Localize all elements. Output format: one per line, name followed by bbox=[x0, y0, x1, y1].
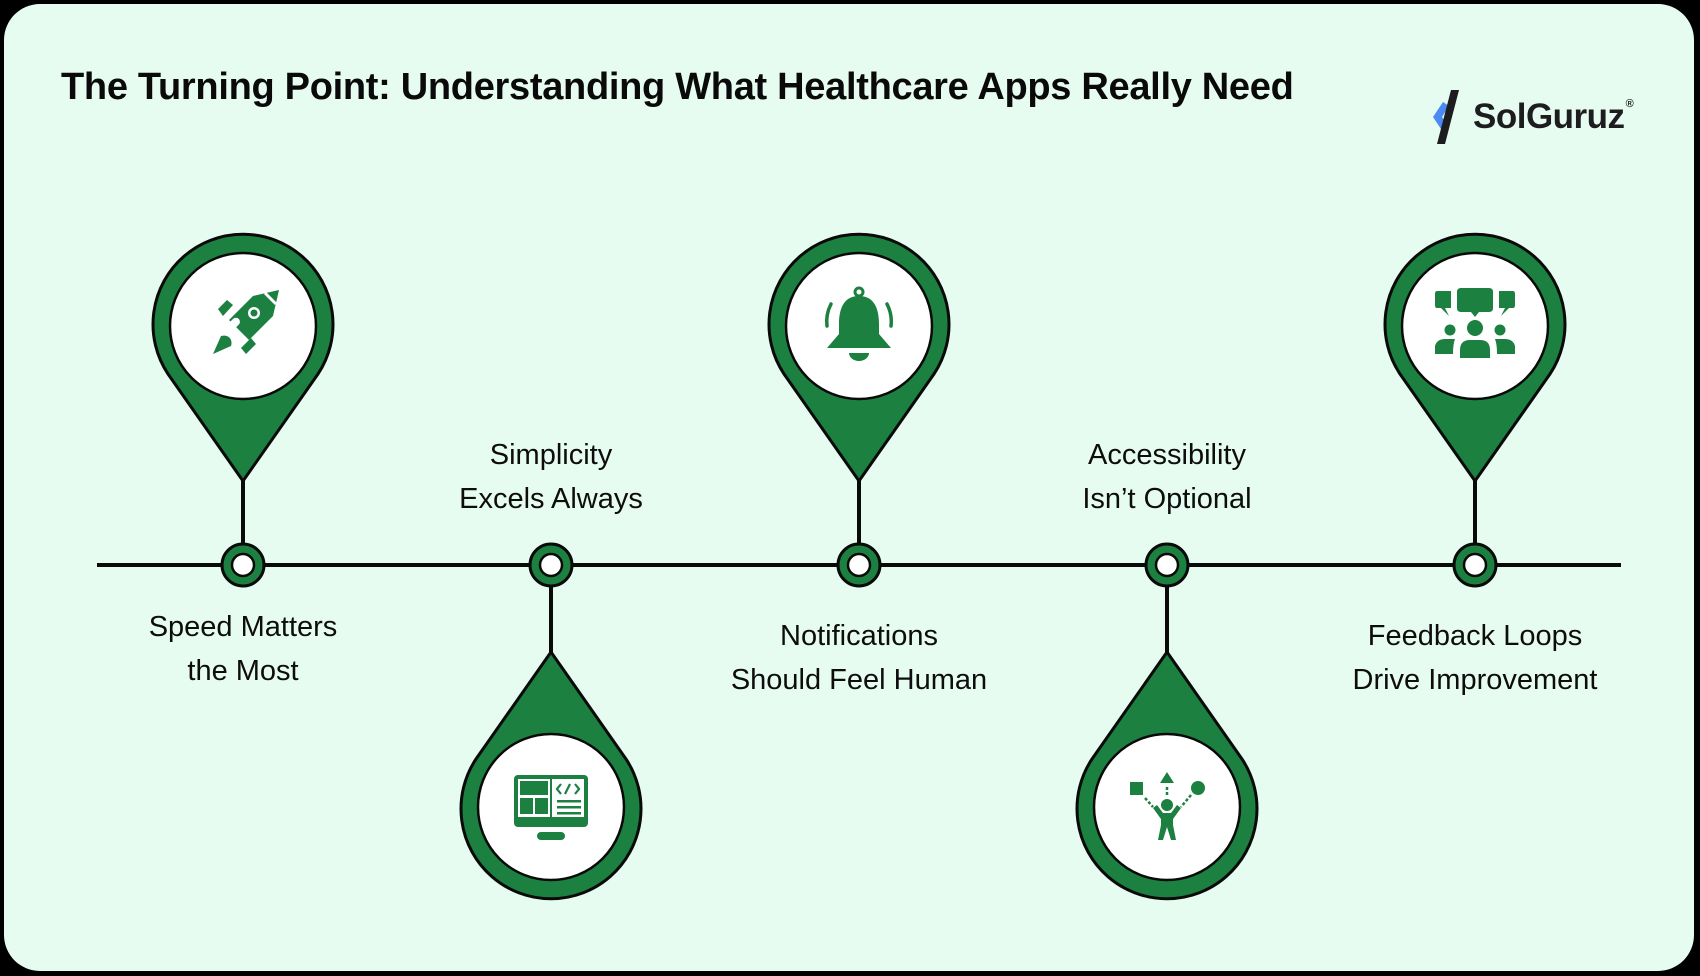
solguruz-logo-icon bbox=[1433, 90, 1459, 144]
timeline-label-accessibility: Accessibility Isn’t Optional bbox=[1082, 439, 1252, 515]
monitor-code-icon bbox=[514, 775, 588, 840]
timeline-item-notifications bbox=[767, 232, 951, 588]
page-title: The Turning Point: Understanding What He… bbox=[61, 66, 1294, 108]
timeline-item-feedback bbox=[1383, 232, 1567, 588]
timeline-item-speed bbox=[151, 232, 335, 588]
accessibility-icon bbox=[1130, 772, 1205, 840]
registered-mark: ® bbox=[1625, 98, 1634, 110]
feedback-group-icon bbox=[1435, 288, 1515, 358]
timeline-item-simplicity bbox=[459, 542, 643, 901]
infographic-card: The Turning Point: Understanding What He… bbox=[4, 4, 1694, 971]
timeline-item-accessibility bbox=[1075, 542, 1259, 901]
rocket-icon bbox=[213, 290, 279, 354]
solguruz-logo: SolGuruz ® bbox=[1429, 87, 1634, 147]
timeline-label-speed: Speed Matters the Most bbox=[148, 611, 338, 687]
logo-wordmark: SolGuruz bbox=[1473, 97, 1625, 136]
bell-icon bbox=[824, 286, 894, 361]
timeline-label-simplicity: Simplicity Excels Always bbox=[459, 439, 643, 515]
timeline-label-feedback: Feedback Loops Drive Improvement bbox=[1352, 620, 1598, 696]
timeline-label-notifications: Notifications Should Feel Human bbox=[730, 620, 988, 696]
